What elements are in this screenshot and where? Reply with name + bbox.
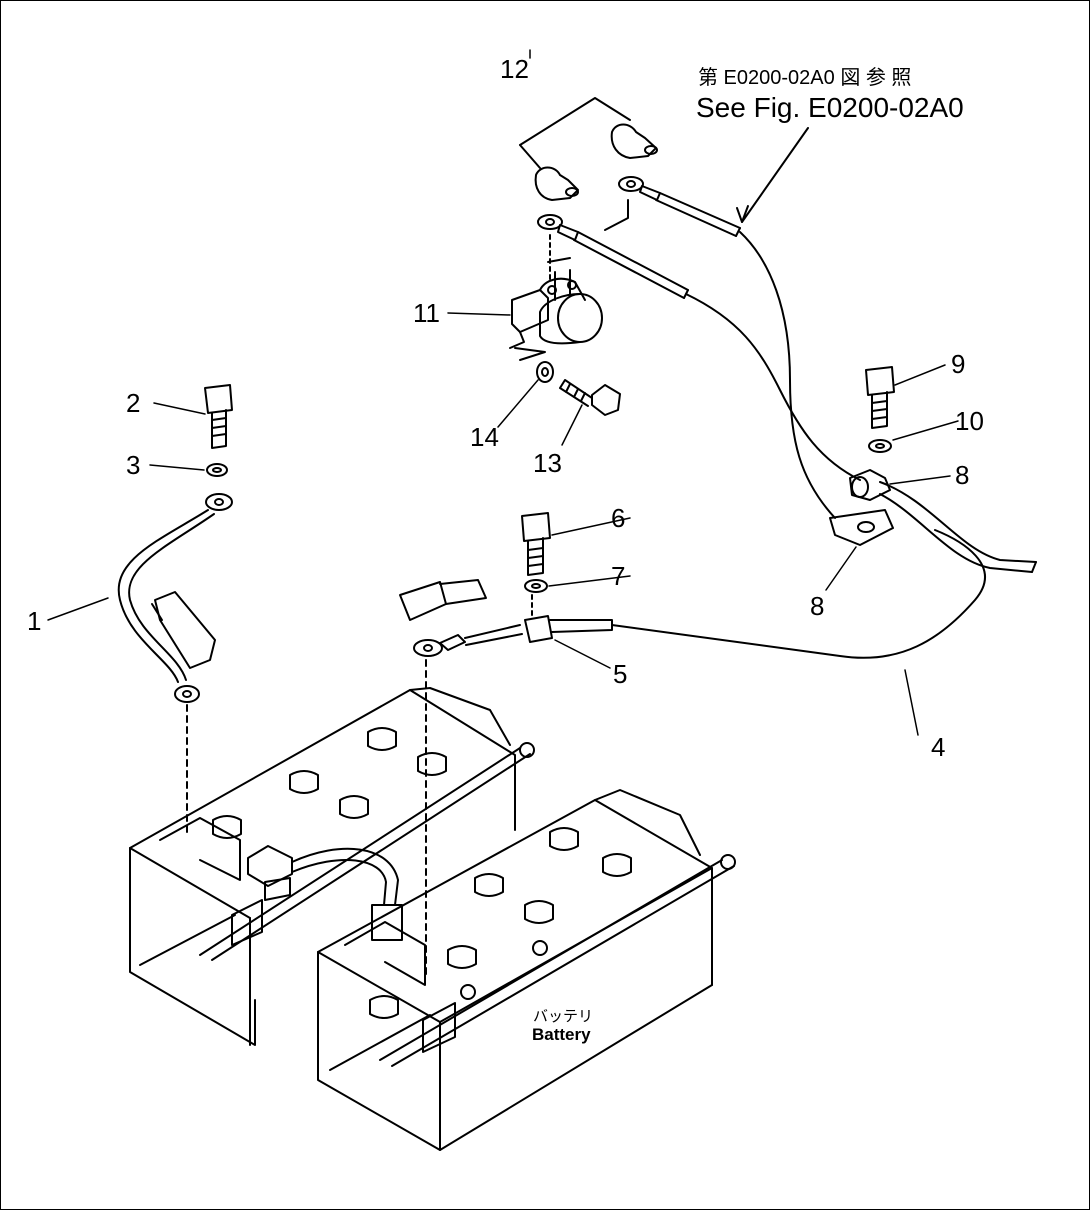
callout-8-upper: 8 xyxy=(955,460,969,490)
relay-cable-right xyxy=(618,176,836,519)
part-6-bolt xyxy=(521,512,551,576)
callout-14: 14 xyxy=(470,422,499,452)
part-12-bracket-left xyxy=(519,144,541,169)
callout-10: 10 xyxy=(955,406,984,436)
reference-japanese: 第 E0200-02A0 図 参 照 xyxy=(698,66,911,89)
callout-6: 6 xyxy=(611,503,625,533)
reference-english: See Fig. E0200-02A0 xyxy=(696,92,964,123)
callout-2: 2 xyxy=(126,388,140,418)
harness-line-b xyxy=(879,493,1033,573)
part-4-cable xyxy=(611,529,986,659)
part-12-bracket xyxy=(519,97,631,146)
callout-3: 3 xyxy=(126,450,140,480)
part-12-cover-right xyxy=(610,123,658,159)
part-11-battery-relay xyxy=(509,257,603,361)
part-8-clamp-lower xyxy=(829,509,894,546)
cable-bracket xyxy=(604,199,629,231)
callout-9: 9 xyxy=(951,349,965,379)
part-1-ground-cable xyxy=(117,493,233,703)
part-9-bolt xyxy=(865,366,895,429)
relay-cable-left xyxy=(537,214,861,481)
leader-lines xyxy=(47,49,959,736)
harness-end xyxy=(1031,561,1037,573)
part-13-bolt xyxy=(559,379,621,416)
part-7-washer xyxy=(524,579,548,593)
callout-8-lower: 8 xyxy=(810,591,824,621)
battery-front xyxy=(317,789,736,1151)
reference-leader xyxy=(741,127,809,223)
battery-label-japanese: バッテリ xyxy=(533,1008,593,1025)
part-3-washer xyxy=(206,463,228,477)
terminal-cap xyxy=(399,579,487,621)
battery-label-english: Battery xyxy=(532,1025,591,1044)
callout-1: 1 xyxy=(27,606,41,636)
callout-7: 7 xyxy=(611,561,625,591)
part-12-cover-left xyxy=(534,166,579,201)
battery-rear xyxy=(129,687,535,1046)
battery-jumper-cable xyxy=(247,845,403,941)
callout-5: 5 xyxy=(613,659,627,689)
reference-arrowhead xyxy=(736,205,749,223)
part-2-bolt xyxy=(204,384,233,449)
harness-line-a xyxy=(879,481,1037,563)
callout-4: 4 xyxy=(931,732,945,762)
callout-11: 11 xyxy=(413,298,440,328)
callout-13: 13 xyxy=(533,448,562,478)
part-10-washer xyxy=(868,439,892,453)
part-14-washer xyxy=(536,361,554,383)
callout-12: 12 xyxy=(500,54,529,84)
part-8-clamp-upper xyxy=(849,469,891,501)
part-5-cable xyxy=(413,615,613,657)
